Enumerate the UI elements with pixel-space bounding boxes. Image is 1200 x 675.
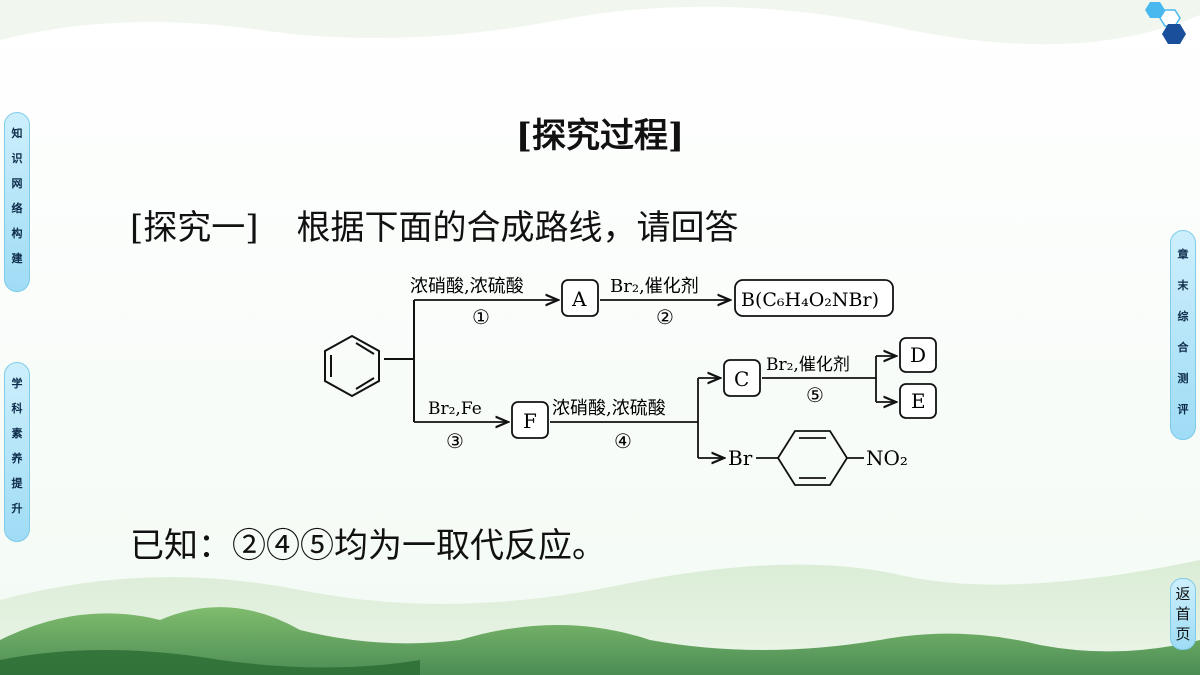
section-title: [探究过程] xyxy=(515,116,685,156)
compound-f: F xyxy=(523,409,537,433)
nav-char: 章 xyxy=(1177,248,1189,261)
compound-a-box xyxy=(561,279,599,317)
compound-e-box xyxy=(899,383,937,419)
synthesis-route-diagram: 浓硝酸,浓硫酸 ① A Br₂,催化剂 ② B(C₆H₄O₂NBr) Br₂,F… xyxy=(324,276,937,486)
nav-char: 评 xyxy=(1177,403,1189,416)
reagent-nitration-f: 浓硝酸,浓硫酸 xyxy=(552,398,666,419)
compound-c-box xyxy=(723,359,761,397)
nav-char: 络 xyxy=(11,202,23,215)
back-char: 返 xyxy=(1175,585,1191,603)
back-char: 页 xyxy=(1175,625,1191,643)
back-home-button[interactable]: 返 首 页 xyxy=(1170,578,1196,650)
nav-char: 提 xyxy=(11,477,23,490)
para-benzene-ring xyxy=(776,430,849,486)
nav-char: 综 xyxy=(1177,310,1189,323)
nav-char: 建 xyxy=(11,252,23,265)
nav-char: 合 xyxy=(1177,341,1189,354)
reagent-br2-catalyst-top: Br₂,催化剂 xyxy=(610,276,699,297)
compound-d-box xyxy=(899,337,937,373)
compound-c: C xyxy=(734,367,749,391)
step-4-label: ④ xyxy=(614,429,632,453)
nav-char: 网 xyxy=(11,177,23,190)
nav-char: 素 xyxy=(11,427,23,440)
nav-chapter-test[interactable]: 章 末 综 合 测 评 xyxy=(1170,230,1196,440)
compound-b-box xyxy=(734,279,894,317)
question-label: [探究一] xyxy=(130,208,259,248)
nav-char: 测 xyxy=(1177,372,1189,385)
reagent-nitration-top: 浓硝酸,浓硫酸 xyxy=(410,276,524,297)
nav-subject-literacy[interactable]: 学 科 素 养 提 升 xyxy=(4,362,30,542)
step-3-label: ③ xyxy=(446,429,464,453)
compound-f-box xyxy=(511,401,549,439)
product-no2-label: NO₂ xyxy=(866,446,908,470)
step-1-label: ① xyxy=(472,305,490,329)
step-5-label: ⑤ xyxy=(806,383,824,407)
known-condition-text: 已知：②④⑤均为一取代反应。 xyxy=(130,526,606,566)
nav-char: 科 xyxy=(11,402,23,415)
compound-b: B(C₆H₄O₂NBr) xyxy=(741,289,879,311)
hexagon-logo-icon xyxy=(1145,2,1186,44)
question-line: [探究一] 根据下面的合成路线，请回答 xyxy=(130,200,739,249)
reagent-br2-fe: Br₂,Fe xyxy=(428,399,482,419)
nav-char: 识 xyxy=(11,152,23,165)
back-char: 首 xyxy=(1175,605,1191,623)
nav-knowledge-network[interactable]: 知 识 网 络 构 建 xyxy=(4,112,30,292)
nav-char: 构 xyxy=(11,227,23,240)
nav-char: 知 xyxy=(11,127,23,140)
nav-char: 学 xyxy=(11,377,23,390)
product-br-label: Br xyxy=(728,446,753,470)
nav-char: 末 xyxy=(1177,279,1189,292)
step-2-label: ② xyxy=(656,305,674,329)
compound-e: E xyxy=(911,389,926,413)
compound-d: D xyxy=(910,343,926,367)
benzene-structure xyxy=(324,334,380,398)
question-text: 根据下面的合成路线，请回答 xyxy=(296,208,739,248)
nav-char: 升 xyxy=(11,502,23,515)
nav-char: 养 xyxy=(11,452,23,465)
compound-a: A xyxy=(571,287,587,311)
reagent-br2-catalyst-c: Br₂,催化剂 xyxy=(766,355,850,375)
